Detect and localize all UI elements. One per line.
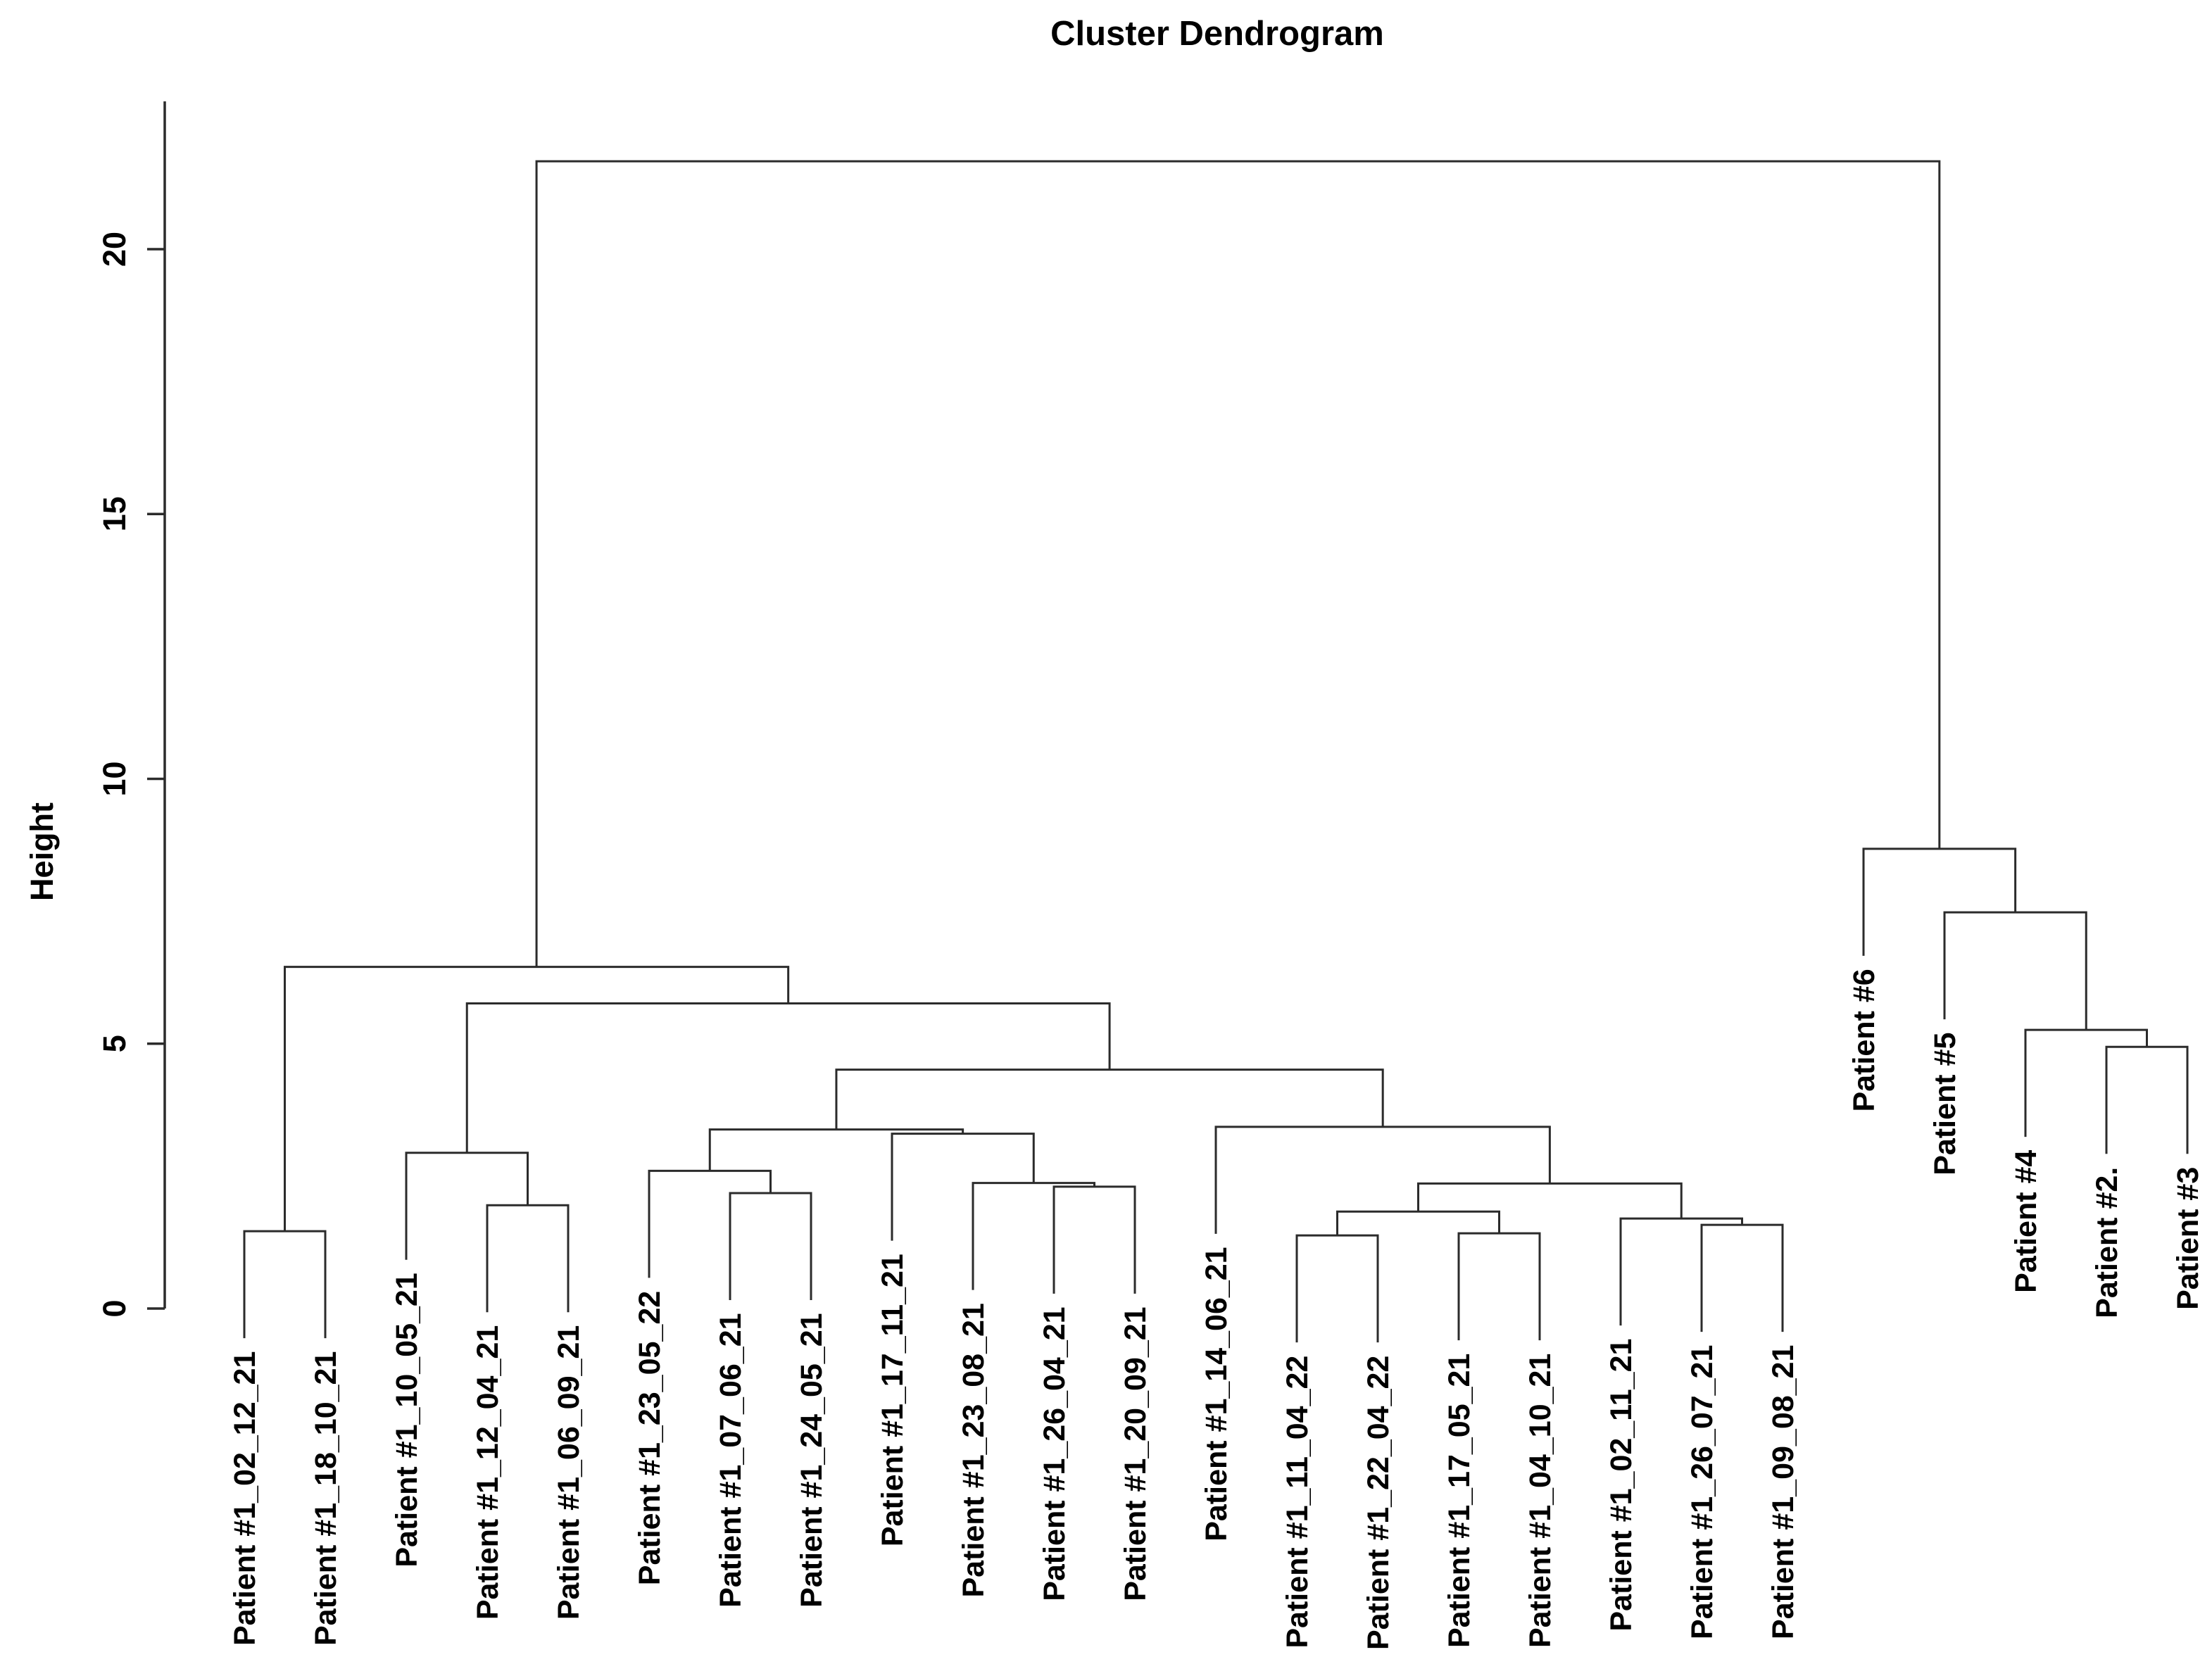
y-axis-tick-label: 20 bbox=[96, 232, 132, 267]
leaf-label: Patient #1_18_10_21 bbox=[309, 1351, 343, 1646]
leaf-label: Patient #5 bbox=[1928, 1033, 1962, 1175]
leaf-label: Patient #1_07_06_21 bbox=[714, 1313, 748, 1607]
y-axis-tick-label: 10 bbox=[96, 761, 132, 796]
y-axis-line bbox=[147, 101, 166, 1310]
leaf-label: Patient #1_11_04_22 bbox=[1281, 1356, 1314, 1649]
leaf-label: Patient #1_26_04_21 bbox=[1038, 1306, 1072, 1601]
leaf-label: Patient #1_22_04_22 bbox=[1362, 1356, 1395, 1650]
leaf-label: Patient #1_23_05_22 bbox=[633, 1291, 667, 1585]
chart-title: Cluster Dendrogram bbox=[1050, 15, 1384, 53]
leaf-label: Patient #1_02_12_21 bbox=[228, 1351, 262, 1646]
leaf-label: Patient #1_04_10_21 bbox=[1523, 1354, 1557, 1648]
leaf-label: Patient #1_20_09_21 bbox=[1119, 1306, 1152, 1601]
leaf-label: Patient #1_09_08_21 bbox=[1766, 1345, 1800, 1639]
leaf-label: Patient #1_17_05_21 bbox=[1443, 1354, 1476, 1648]
leaf-label: Patient #1_14_06_21 bbox=[1200, 1247, 1233, 1541]
leaf-label: Patient #3 bbox=[2171, 1167, 2205, 1310]
y-axis-title: Height bbox=[24, 802, 60, 901]
y-axis-tick-label: 15 bbox=[96, 496, 132, 531]
leaf-label: Patient #1_17_11_21 bbox=[876, 1254, 910, 1546]
leaf-label: Patient #1_24_05_21 bbox=[795, 1313, 829, 1607]
dendrogram-tree-lines bbox=[243, 160, 2189, 1343]
leaf-labels: Patient #1_02_12_21 Patient #1_18_10_21 Pa… bbox=[228, 969, 2205, 1650]
leaf-label: Patient #1_23_08_21 bbox=[957, 1303, 991, 1597]
y-axis bbox=[147, 101, 166, 1310]
y-axis-tick-label: 0 bbox=[96, 1299, 132, 1317]
leaf-label: Patient #1_26_07_21 bbox=[1685, 1345, 1719, 1639]
leaf-label: Patient #1_06_09_21 bbox=[552, 1325, 586, 1620]
leaf-label: Patient #1_02_11_21 bbox=[1604, 1339, 1638, 1632]
y-axis-tick-label: 5 bbox=[96, 1035, 132, 1052]
leaf-label: Patient #1_10_05_21 bbox=[390, 1273, 424, 1567]
leaf-label: Patient #2. bbox=[2090, 1167, 2124, 1318]
leaf-label: Patient #4 bbox=[2009, 1150, 2043, 1293]
dendrogram-tree bbox=[243, 160, 2189, 1343]
leaf-label: Patient #6 bbox=[1847, 969, 1881, 1111]
y-axis-tick-labels: 0 5 10 15 20 bbox=[96, 232, 132, 1318]
leaf-label: Patient #1_12_04_21 bbox=[471, 1325, 505, 1620]
